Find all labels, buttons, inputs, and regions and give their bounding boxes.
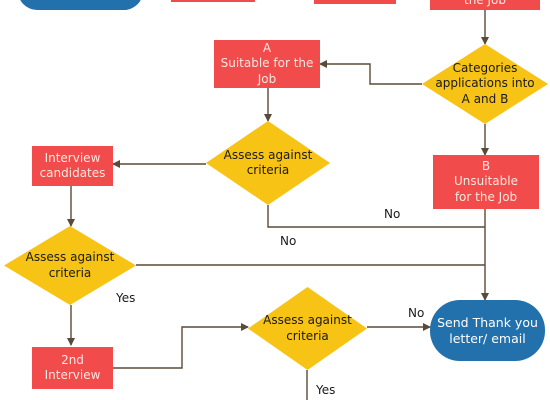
assess-3-diamond-shape <box>248 287 367 370</box>
unsuitable-b-label: B Unsuitable for the Job <box>454 158 518 204</box>
second-interview-label: 2nd Interview <box>44 352 101 382</box>
interview-box: Interview candidates <box>32 146 113 186</box>
interview-label: Interview candidates <box>39 150 106 180</box>
edge-label-no-3: No <box>408 306 425 320</box>
edge-label-no-1: No <box>384 207 401 221</box>
assess-1-diamond-shape <box>206 121 330 205</box>
top-process-box-1 <box>171 0 255 2</box>
edge-label-no-2: No <box>280 234 297 248</box>
top-process-box-2 <box>314 0 396 4</box>
categorise-decision-label: Categories applications into A and B <box>435 60 535 106</box>
top-process-box-3-label: the Job <box>464 0 506 8</box>
thank-you-label: Send Thank you letter/ email <box>437 314 538 346</box>
edge-categorise-to-suitable <box>319 60 422 85</box>
edge-second-to-assess3 <box>113 323 249 369</box>
unsuitable-b-box: B Unsuitable for the Job <box>433 155 539 209</box>
thank-you-terminal: Send Thank you letter/ email <box>430 300 545 361</box>
start-terminal <box>18 0 143 10</box>
assess-decision-2-label: Assess against criteria <box>25 250 115 280</box>
assess-decision-1-label: Assess against criteria <box>223 147 313 177</box>
suitable-a-label: A Suitable for the Job <box>220 40 314 86</box>
assess-decision-3-label: Assess against criteria <box>263 313 352 343</box>
categorise-diamond-shape <box>422 44 548 124</box>
categorise-decision: Categories applications into A and B <box>422 44 548 124</box>
assess-decision-2: Assess against criteria <box>4 226 136 305</box>
assess-decision-1: Assess against criteria <box>206 121 330 205</box>
suitable-a-box: A Suitable for the Job <box>214 40 320 88</box>
second-interview-box: 2nd Interview <box>32 347 113 389</box>
edge-label-yes-1: Yes <box>116 291 136 305</box>
assess-2-diamond-shape <box>4 226 136 305</box>
edge-assess1-no <box>267 205 485 228</box>
edge-label-yes-2: Yes <box>316 383 336 397</box>
top-process-box-3: the Job <box>430 0 540 10</box>
assess-decision-3: Assess against criteria <box>248 287 367 370</box>
